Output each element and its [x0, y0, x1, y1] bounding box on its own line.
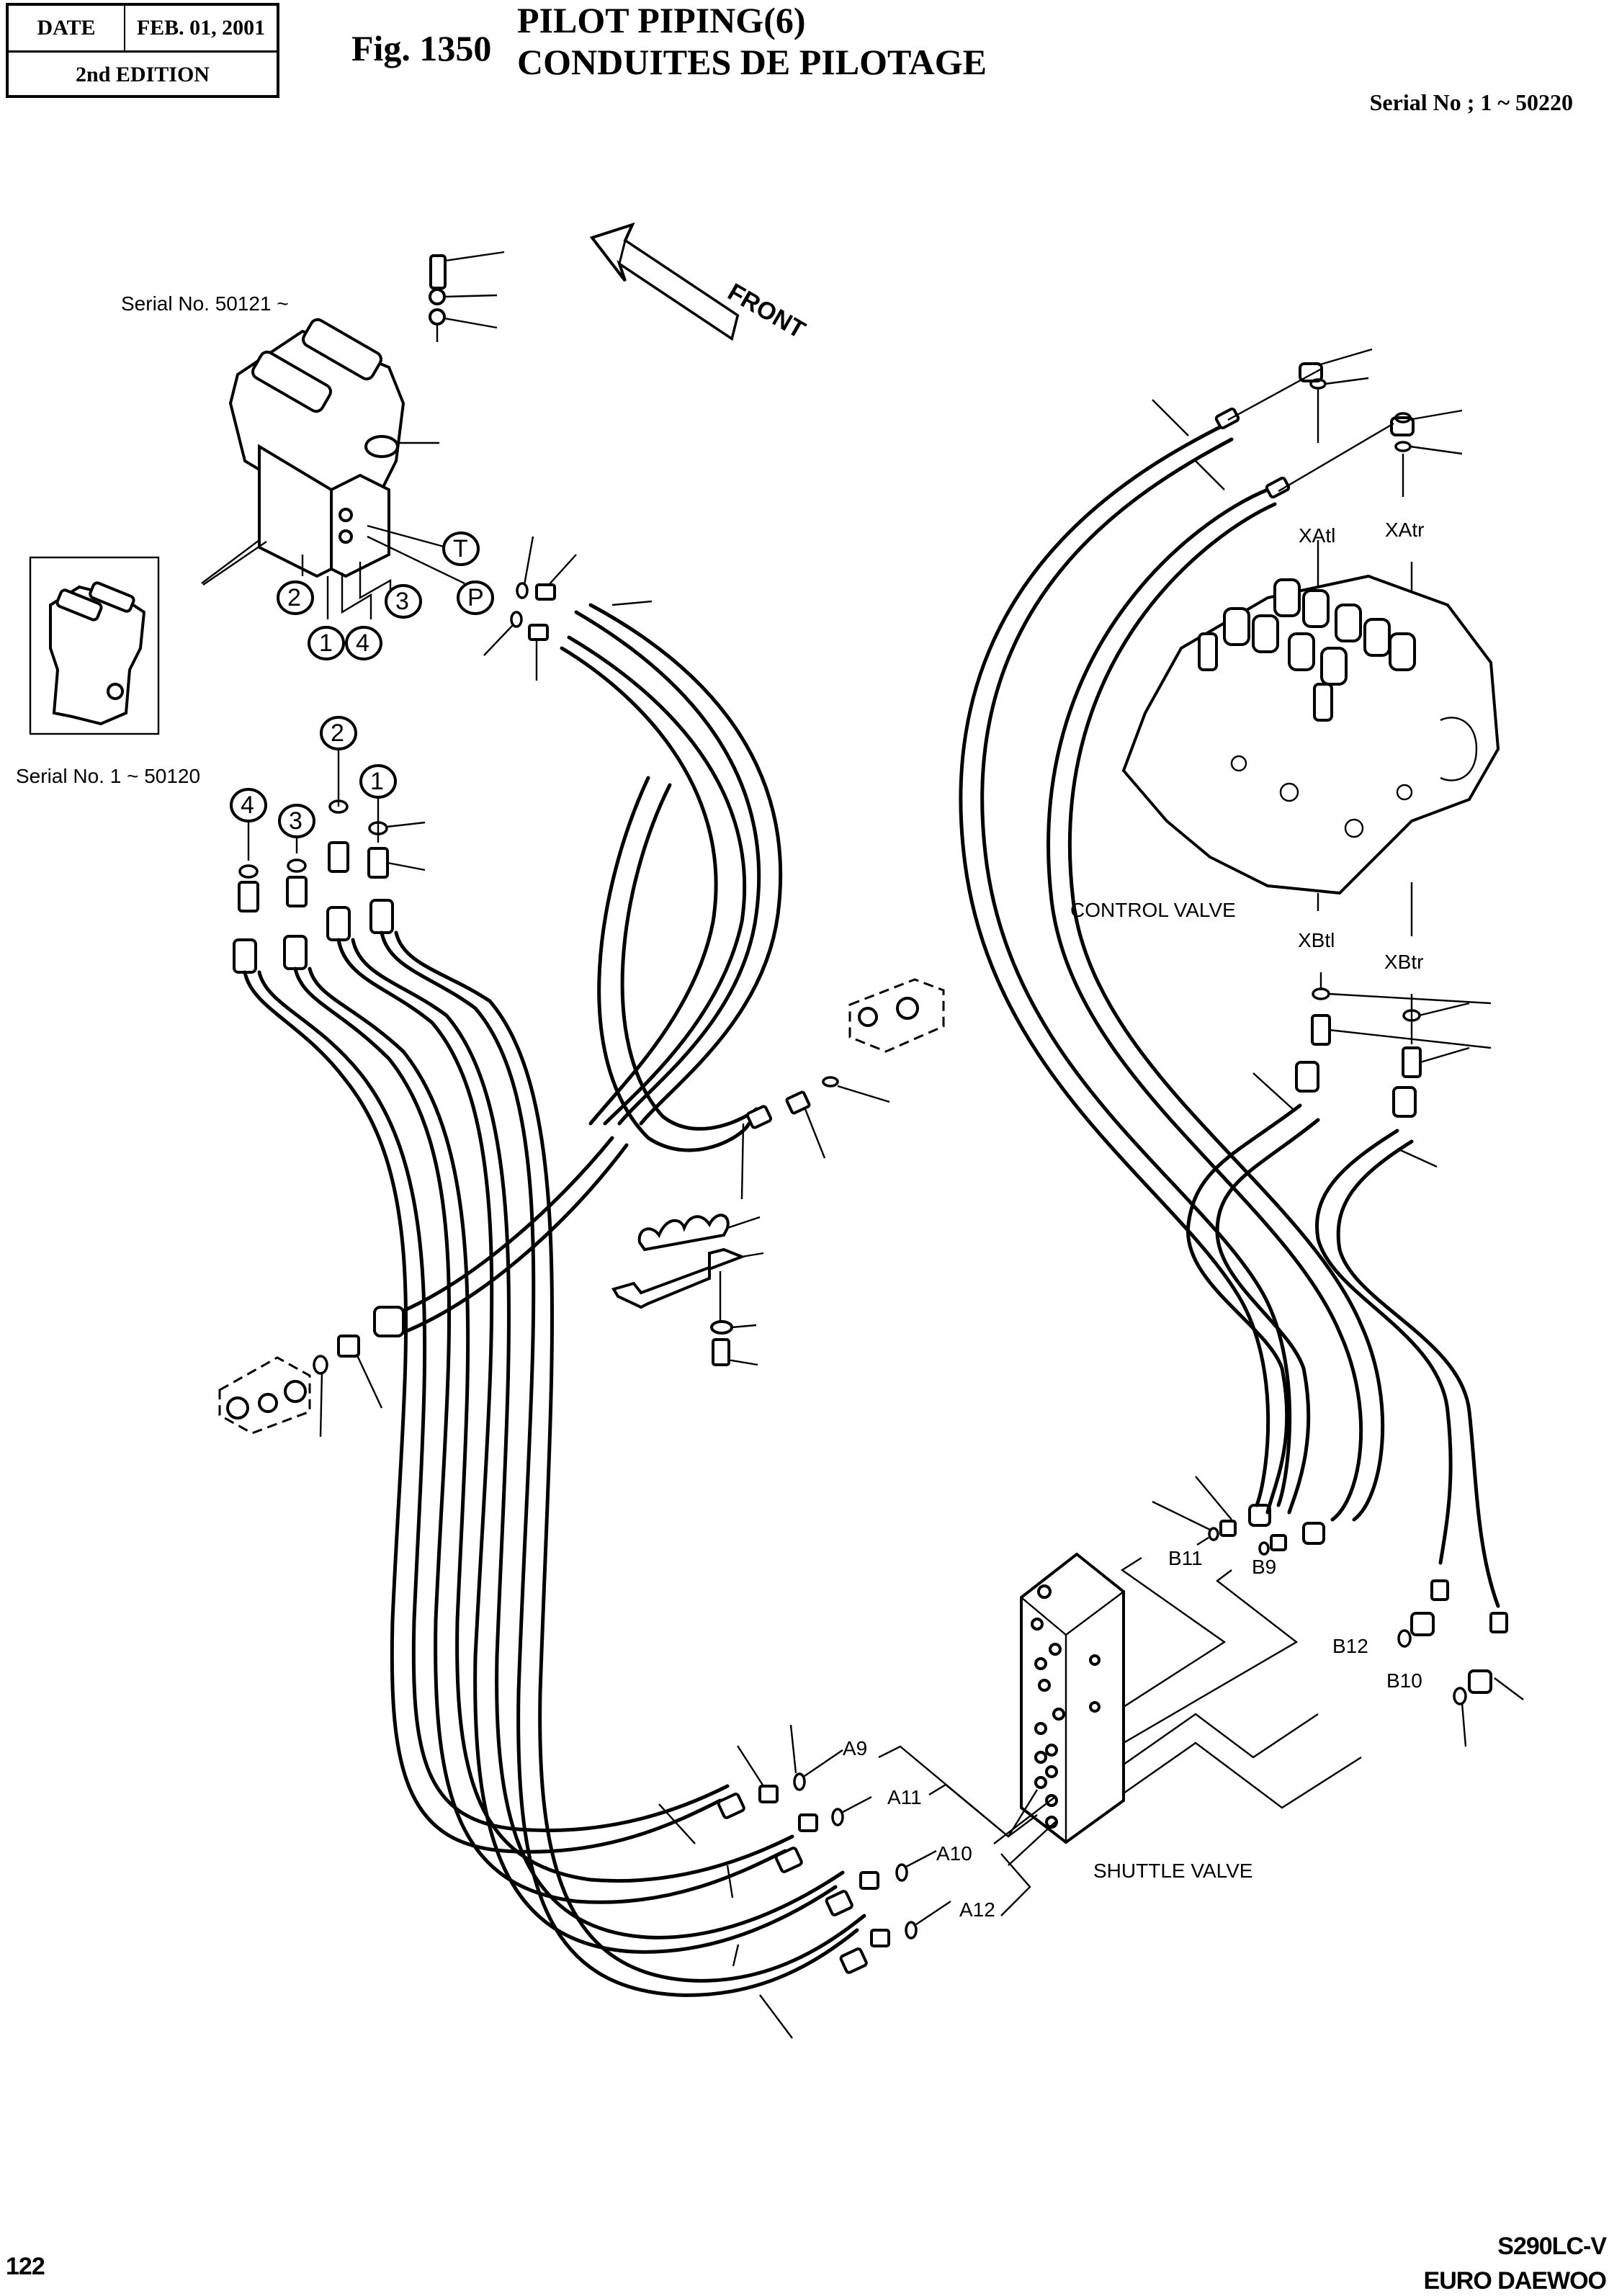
control-valve-icon	[1121, 574, 1500, 895]
port-fittings	[483, 536, 577, 681]
a-port-leaders	[878, 1745, 1056, 1916]
callout-fitting-3: 3	[289, 807, 302, 835]
lower-right-hoses	[1186, 1061, 1500, 1608]
bolt-icon	[429, 251, 505, 342]
callout-circle-t	[442, 532, 480, 566]
junction-block-right-icon	[848, 978, 945, 1053]
hose-to-left-block	[313, 1136, 629, 1438]
callout-port-t: T	[453, 535, 468, 562]
date-value: FEB. 01, 2001	[136, 16, 266, 40]
page-number: 122	[6, 2253, 45, 2280]
callout-circle-3	[385, 584, 422, 619]
page-title: PILOT PIPING(6)	[517, 0, 806, 40]
callout-circle-2	[277, 580, 314, 615]
main-hose-bundle	[243, 930, 866, 1997]
brand-name: EURO DAEWOO	[1423, 2267, 1607, 2295]
a-side-fittings	[658, 1724, 951, 2039]
hose-clamp-icon	[637, 1214, 761, 1252]
junction-block-left-icon	[218, 1356, 311, 1435]
b-side-fittings	[1152, 1476, 1524, 1747]
hose-to-right-block	[597, 776, 890, 1200]
serial-range: Serial No ; 1 ~ 50220	[1369, 89, 1573, 115]
right-hose-bundle	[959, 399, 1385, 1522]
callout-2: 2	[287, 584, 301, 611]
hose-pair-pt	[560, 600, 783, 1126]
bracket-icon	[611, 1247, 764, 1366]
callout-circle-1b	[359, 764, 397, 799]
port-label-a12: A12	[959, 1898, 995, 1921]
port-label-b12: B12	[1332, 1635, 1368, 1657]
port-label-b9: B9	[1252, 1556, 1277, 1578]
callout-1: 1	[319, 629, 333, 657]
callout-4: 4	[356, 629, 369, 657]
pedal-valve-new-icon	[228, 318, 439, 578]
figure-number: Fig. 1350	[351, 28, 492, 68]
page-title-french: CONDUITES DE PILOTAGE	[517, 42, 987, 82]
port-label-a9: A9	[843, 1737, 868, 1759]
shuttle-valve-icon	[1020, 1552, 1125, 1844]
fitting-set-left	[233, 749, 426, 974]
callout-circle-1	[308, 626, 345, 660]
date-label: DATE	[9, 6, 125, 50]
revision-info-box: DATE FEB. 01, 2001 2nd EDITION	[6, 3, 279, 98]
callout-fitting-2: 2	[331, 719, 344, 747]
control-valve-label: CONTROL VALVE	[1070, 899, 1236, 921]
front-arrow-icon	[589, 222, 740, 341]
port-label-xbtr: XBtr	[1384, 951, 1424, 973]
serial-old-label: Serial No. 1 ~ 50120	[16, 765, 201, 787]
port-label-a10: A10	[936, 1842, 972, 1865]
xb-fittings	[1311, 972, 1492, 1078]
callout-fitting-1: 1	[370, 768, 384, 795]
callout-3: 3	[395, 588, 409, 615]
serial-new-label: Serial No. 50121 ~	[121, 292, 289, 315]
date-row: DATE FEB. 01, 2001	[9, 6, 277, 53]
callout-circle-4b	[230, 788, 267, 822]
port-label-xatl: XAtl	[1299, 524, 1336, 547]
inset-frame	[29, 556, 160, 735]
shuttle-valve-label: SHUTTLE VALVE	[1093, 1860, 1253, 1882]
model-name: S290LC-V	[1497, 2233, 1607, 2260]
port-label-a11: A11	[887, 1786, 922, 1808]
callout-circle-2b	[320, 716, 357, 750]
callout-fitting-4: 4	[241, 792, 254, 819]
port-label-xatr: XAtr	[1385, 519, 1425, 541]
pedal-valve-old-icon	[49, 581, 146, 726]
callout-circle-p	[457, 580, 494, 615]
edition-label: 2nd EDITION	[76, 63, 210, 86]
port-label-b10: B10	[1386, 1669, 1422, 1692]
callout-circle-4	[345, 626, 382, 660]
port-label-xbtl: XBtl	[1298, 929, 1335, 951]
callout-port-p: P	[467, 584, 484, 611]
b-port-leaders	[1120, 1556, 1362, 1809]
callout-circle-3b	[278, 804, 315, 838]
pedal-valve-leaders	[201, 524, 465, 619]
pedal-valve-callouts	[230, 532, 494, 838]
port-label-b11: B11	[1168, 1547, 1203, 1569]
